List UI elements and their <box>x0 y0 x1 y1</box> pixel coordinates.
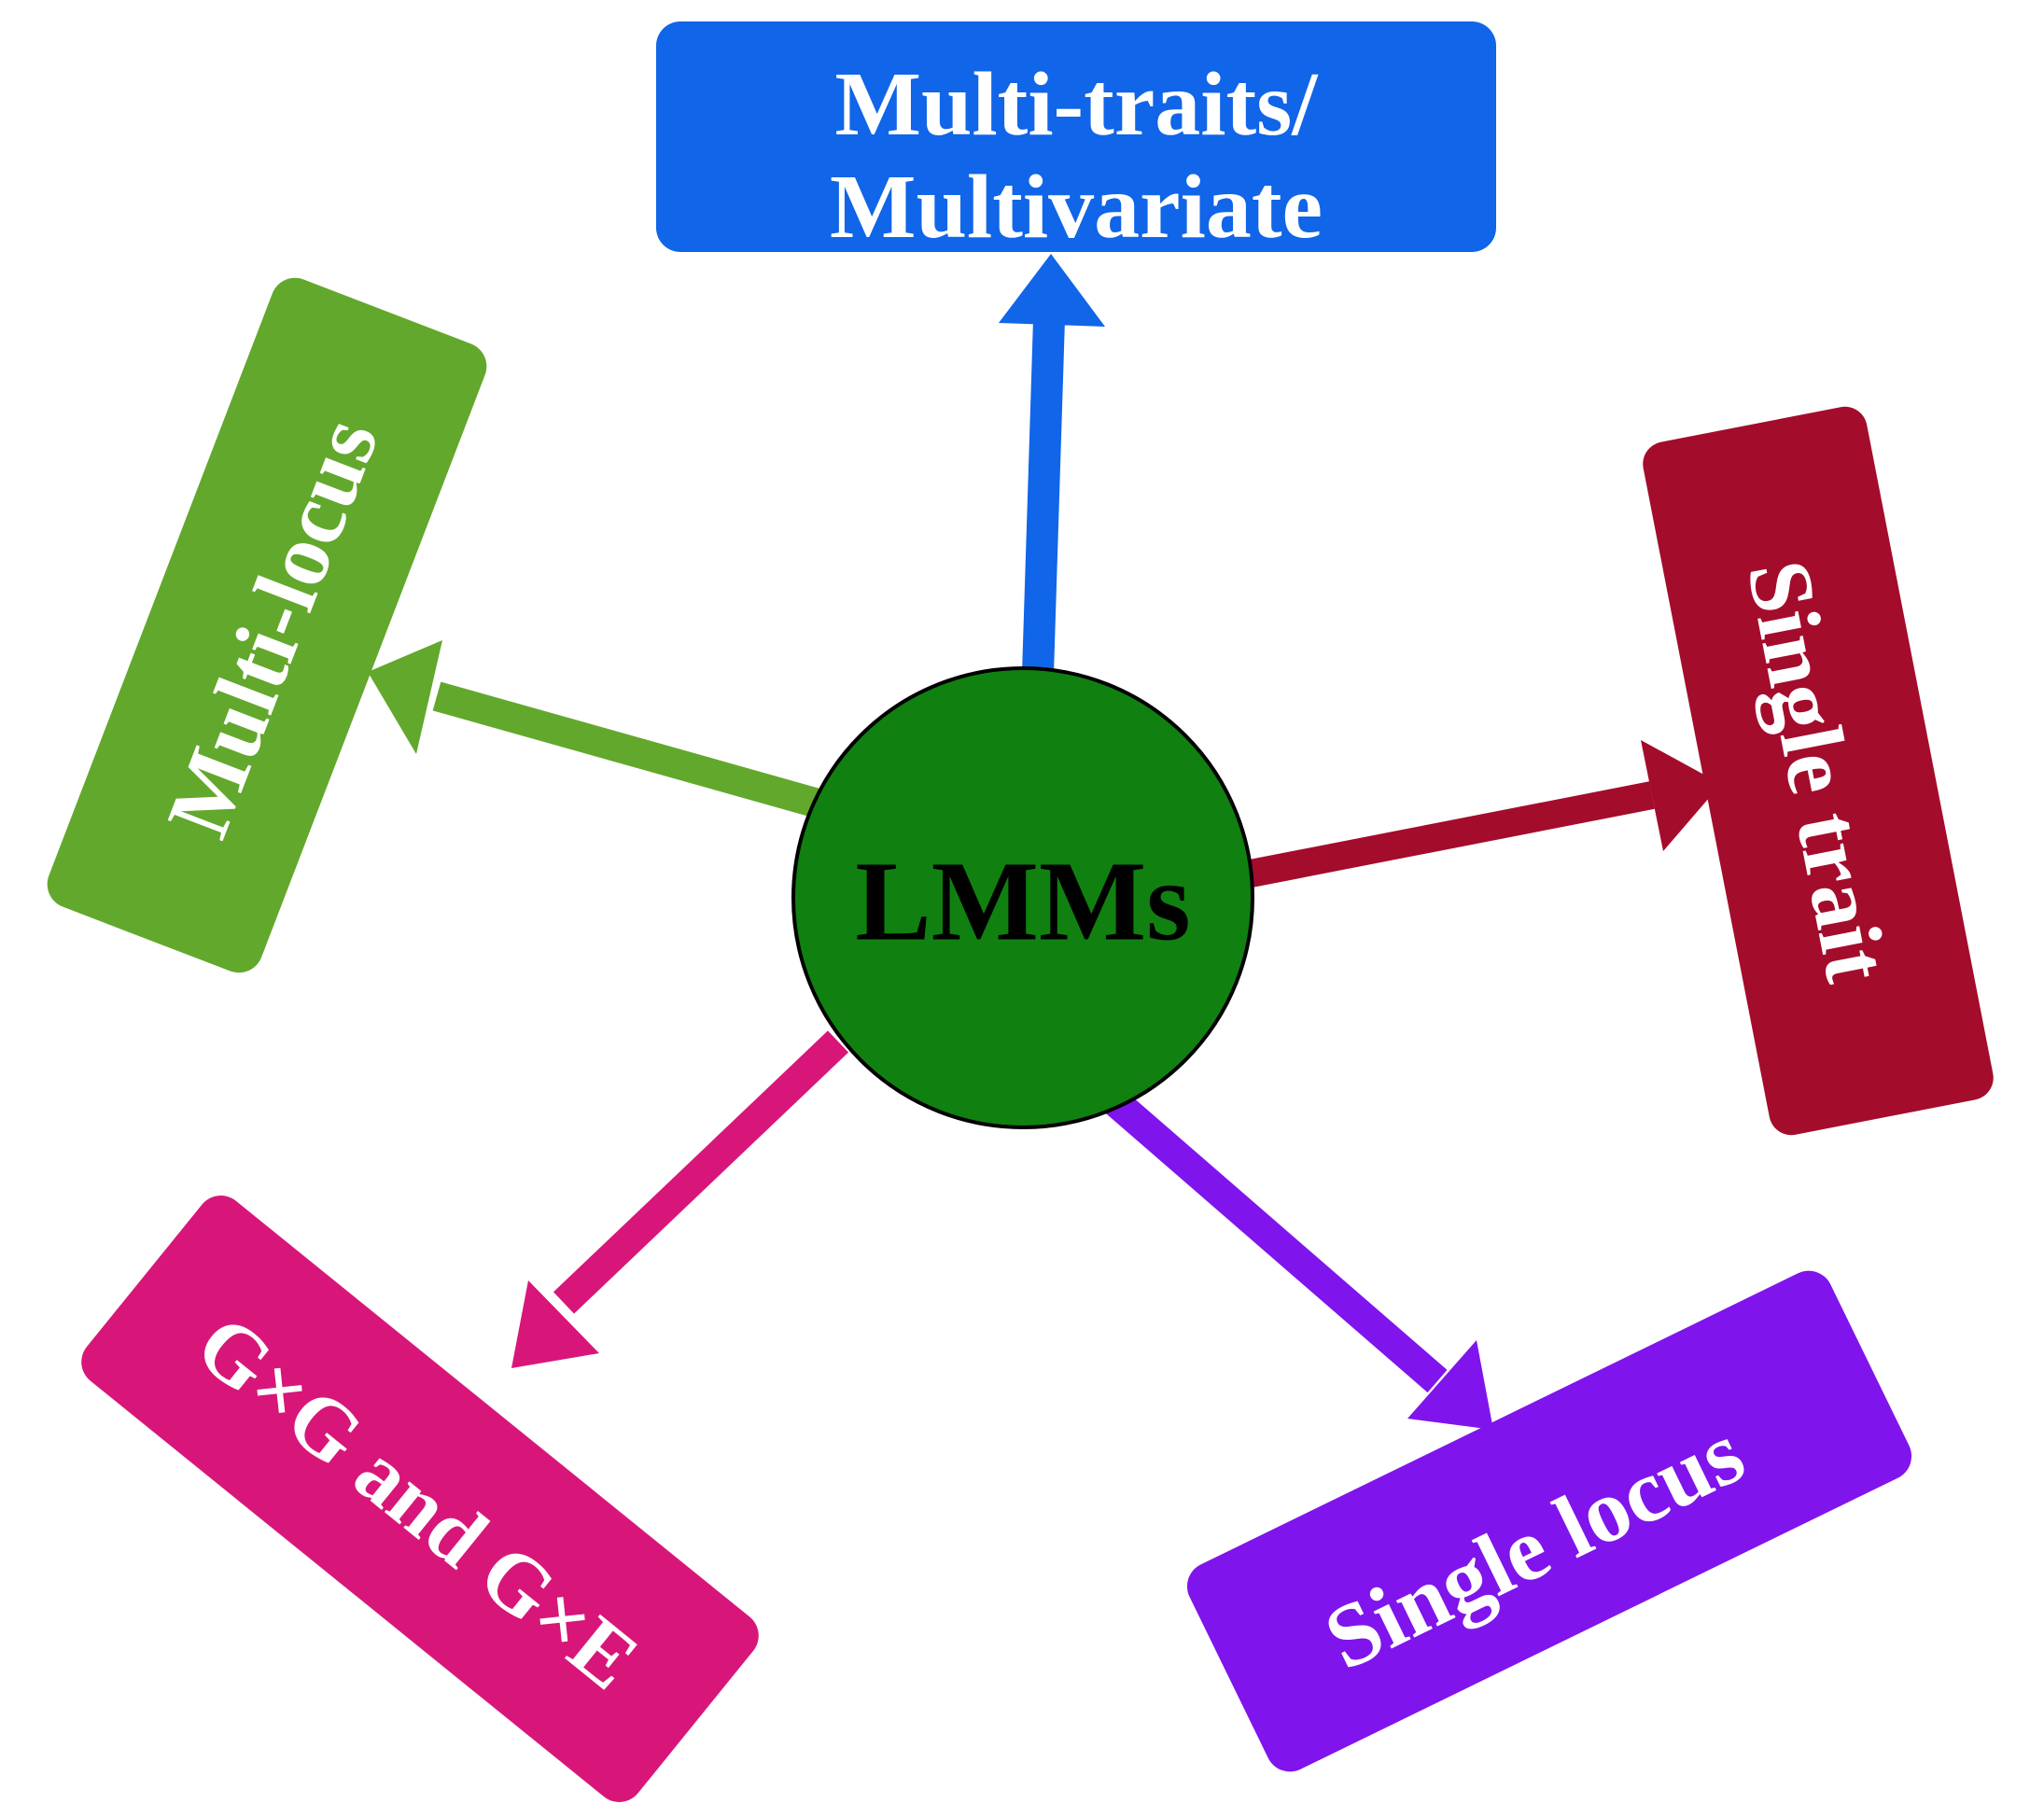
center-label: LMMs <box>855 839 1190 965</box>
arrow-single-trait-shaft <box>1248 781 1655 888</box>
arrow-gxg-gxe-shaft <box>553 1030 849 1314</box>
arrow-single-trait <box>1248 740 1721 888</box>
node-single-locus-box <box>1186 1270 1912 1772</box>
node-single-trait-box <box>1643 406 1994 1136</box>
center-circle <box>791 666 1254 1129</box>
arrow-single-locus-head <box>1407 1340 1493 1430</box>
arrow-multi-locus-head <box>368 640 442 754</box>
node-multi-traits: Multi-traits/ Multivariate <box>656 21 1496 258</box>
node-single-trait: Single trait <box>1643 406 1994 1136</box>
node-gxg-gxe-box <box>81 1196 759 1802</box>
node-multi-traits-label-line2: Multivariate <box>830 157 1323 258</box>
arrow-multi-traits-head <box>999 254 1105 327</box>
node-multi-traits-box <box>656 21 1496 252</box>
node-multi-locus-box <box>47 277 487 973</box>
node-multi-locus: Multi-locus <box>47 277 487 973</box>
arrow-multi-traits <box>999 254 1105 675</box>
node-single-locus: Single locus <box>1186 1270 1912 1772</box>
arrow-single-trait-head <box>1641 740 1721 851</box>
arrow-gxg-gxe-head <box>511 1280 599 1368</box>
arrow-multi-locus-shaft <box>432 681 826 819</box>
arrow-multi-locus <box>368 640 826 819</box>
node-multi-traits-label-line1: Multi-traits/ <box>834 54 1319 155</box>
node-gxg-gxe: G×G and G×E <box>81 1196 759 1802</box>
arrow-gxg-gxe <box>511 1030 849 1368</box>
arrow-single-locus <box>1102 1087 1493 1430</box>
arrow-single-locus-shaft <box>1102 1087 1448 1393</box>
center-node: LMMs <box>791 666 1254 1129</box>
arrow-multi-traits-shaft <box>1022 318 1065 675</box>
